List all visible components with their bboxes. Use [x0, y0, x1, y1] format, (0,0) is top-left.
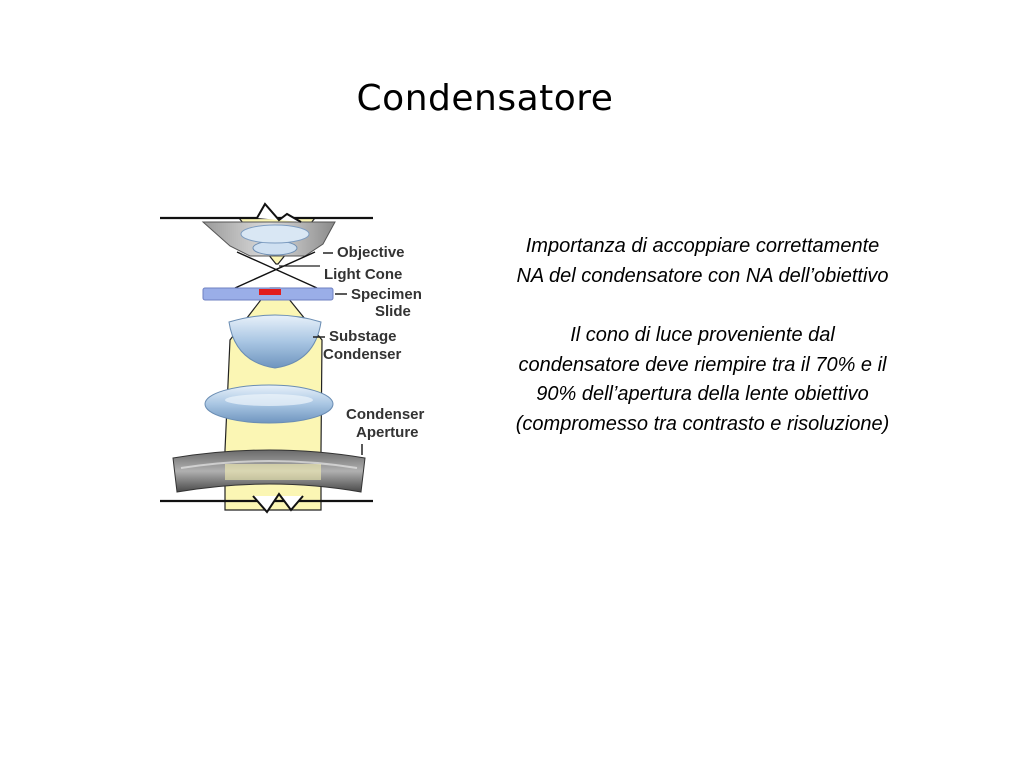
objective-inner-lens [240, 224, 310, 244]
specimen [259, 289, 281, 295]
label-specimen: Specimen [351, 286, 422, 303]
label-condenser-aperture-1: Condenser [346, 406, 425, 423]
label-objective: Objective [337, 244, 405, 261]
top-break-mark [256, 202, 302, 223]
slide-title: Condensatore [356, 78, 614, 119]
label-condenser: Condenser [323, 346, 402, 363]
description-text: Importanza di accoppiare correttamente N… [515, 232, 890, 469]
substage-condenser-lens [228, 314, 322, 369]
paragraph-na-matching: Importanza di accoppiare correttamente N… [516, 235, 889, 287]
condenser-diagram: Objective Light Cone Specimen Slide Subs… [155, 200, 455, 520]
label-light-cone: Light Cone [324, 266, 403, 283]
bottom-break-mark [252, 492, 304, 514]
label-condenser-aperture-2: Aperture [356, 424, 419, 441]
microscope-light-path-illustration [160, 202, 373, 514]
paragraph-light-cone: Il cono di luce proveniente dal condensa… [515, 324, 890, 435]
label-substage: Substage [329, 328, 397, 345]
label-slide: Slide [375, 303, 411, 320]
